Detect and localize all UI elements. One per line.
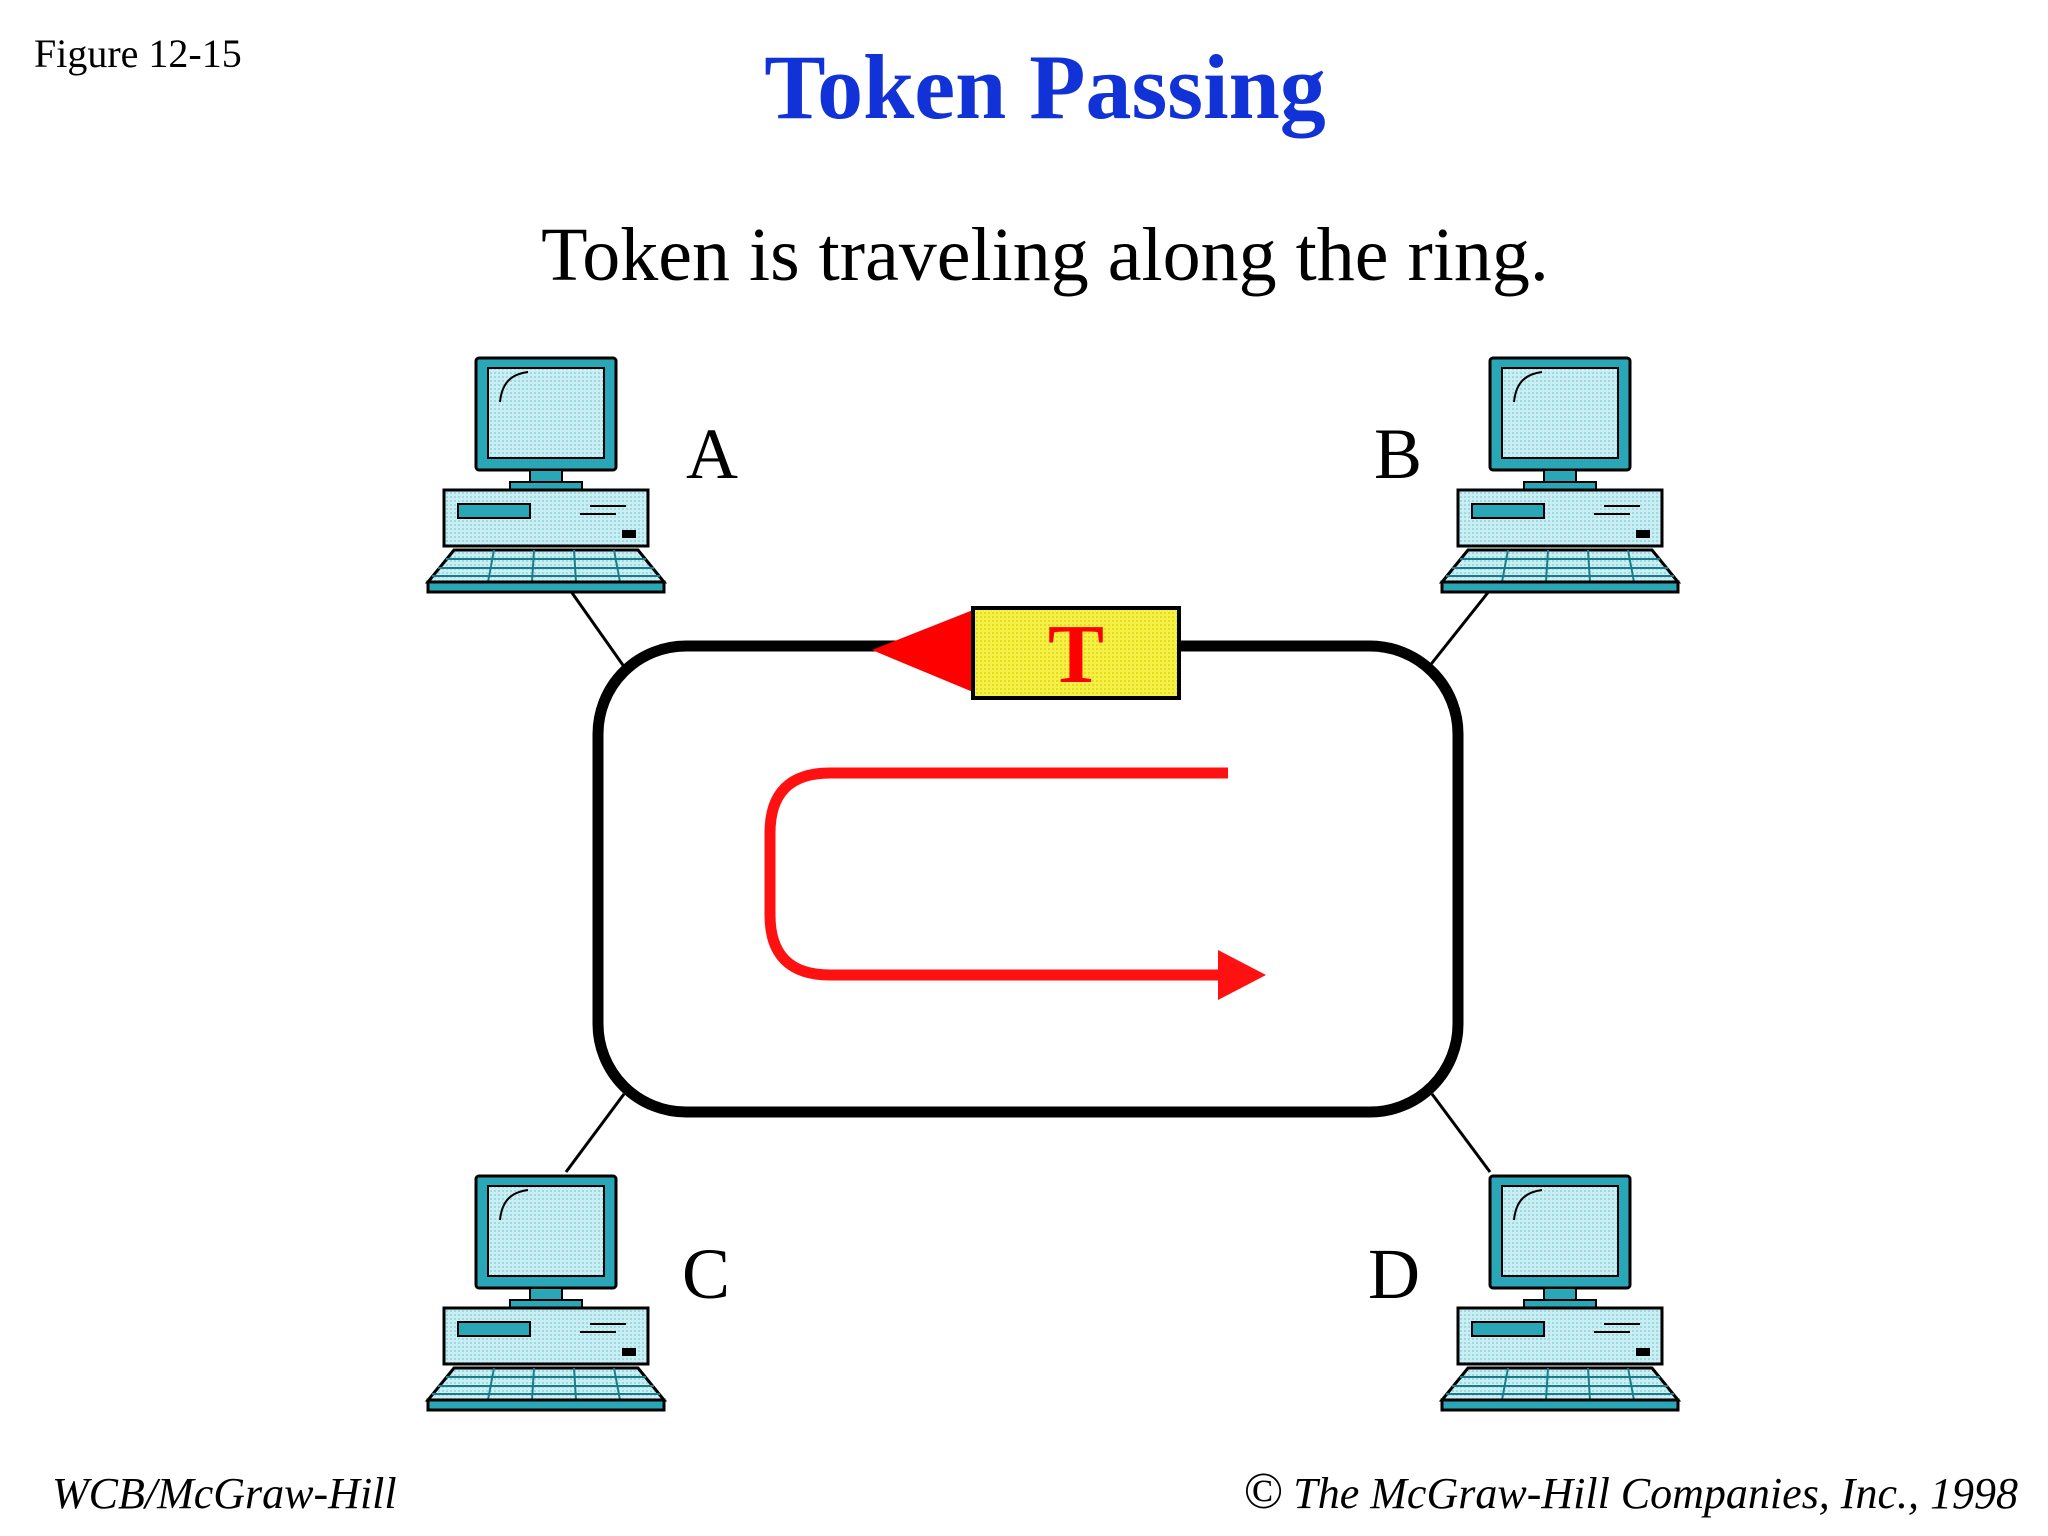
direction-arrow (764, 767, 1266, 1000)
ring (592, 640, 1464, 1118)
link-a (568, 589, 627, 669)
station-d: D (1368, 1174, 1680, 1412)
computer-icon (1440, 356, 1680, 594)
link-c (564, 1093, 626, 1173)
station-label-d: D (1368, 1234, 1420, 1314)
computer-icon (426, 356, 666, 594)
computer-icon (426, 1174, 666, 1412)
copyright-symbol: © (1243, 1463, 1284, 1520)
token-label: T (1048, 608, 1104, 701)
token-arrowhead (872, 610, 973, 692)
copyright-footer: ©The McGraw-Hill Companies, Inc., 1998 (1244, 1462, 2018, 1521)
page-title: Token Passing (764, 36, 1326, 138)
computer-icon (1440, 1174, 1680, 1412)
subtitle: Token is traveling along the ring. (541, 213, 1549, 297)
figure-label: Figure 12-15 (34, 31, 242, 76)
station-a: A (426, 356, 738, 594)
copyright-text: The McGraw-Hill Companies, Inc., 1998 (1293, 1469, 2018, 1518)
station-label-c: C (682, 1234, 730, 1314)
station-c: C (426, 1174, 730, 1412)
token-box (971, 606, 1181, 700)
station-label-b: B (1374, 414, 1422, 494)
station-label-a: A (686, 414, 738, 494)
link-d (1430, 1093, 1492, 1173)
link-b (1426, 589, 1492, 669)
publisher-footer: WCB/McGraw-Hill (52, 1469, 397, 1518)
token: T (872, 606, 1181, 701)
station-b: B (1374, 356, 1680, 594)
